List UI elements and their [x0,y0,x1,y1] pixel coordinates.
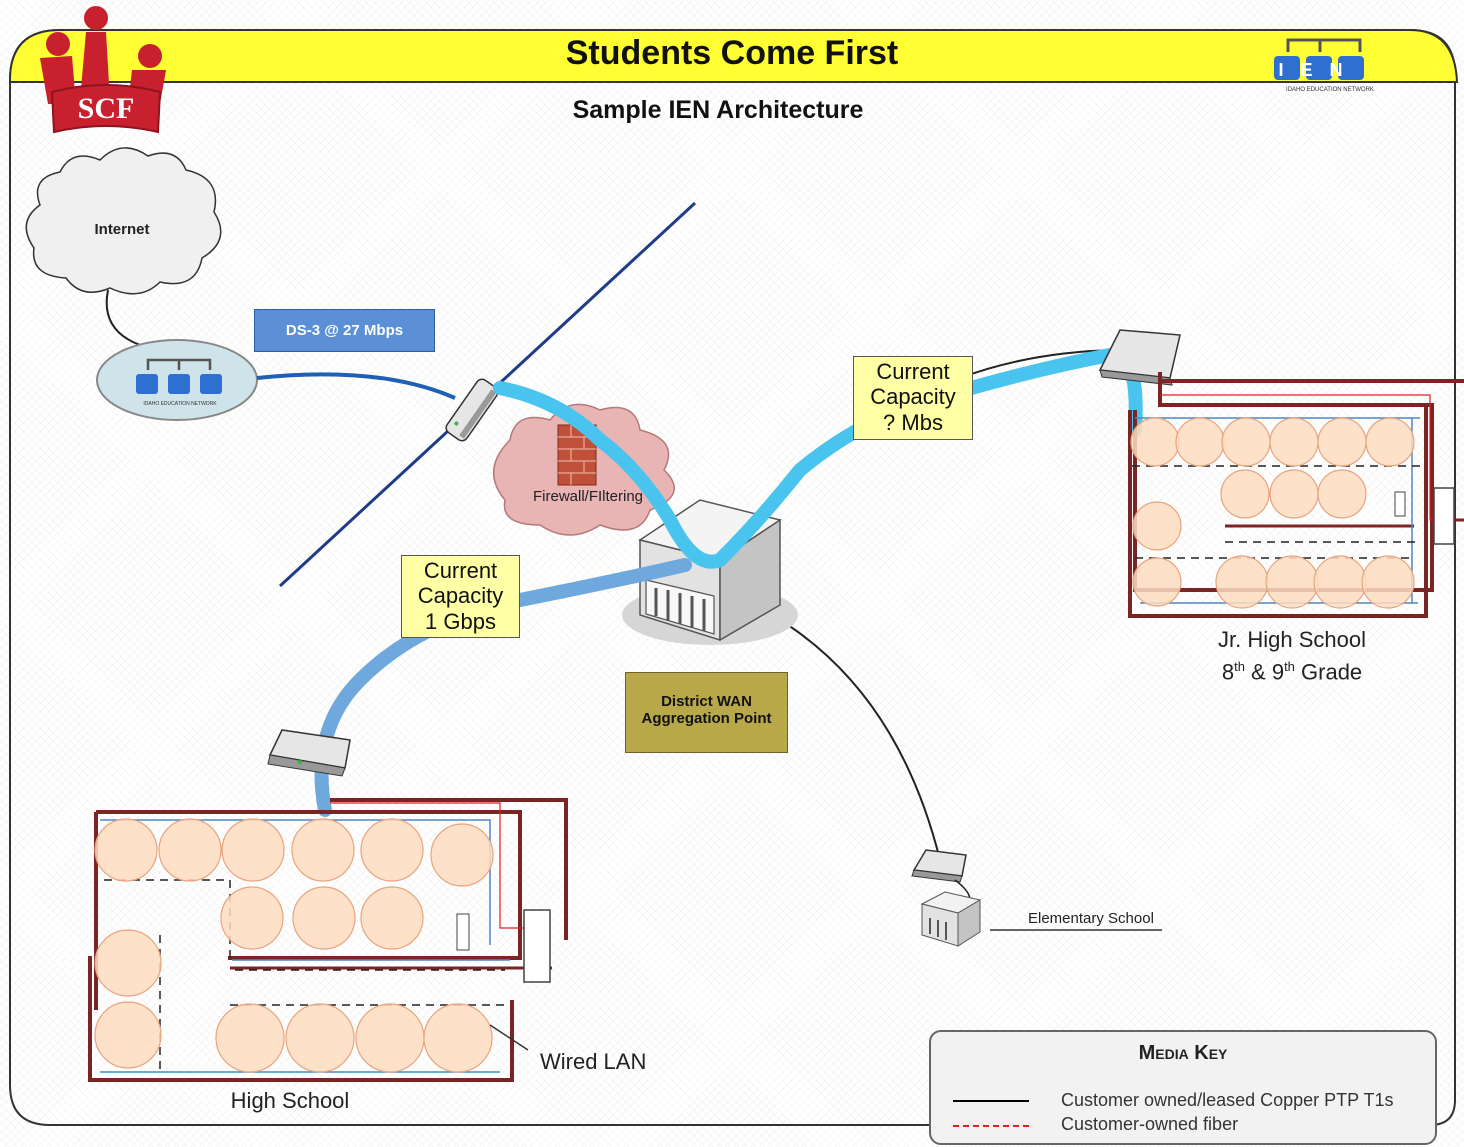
media-key: Media Key Customer owned/leased Copper P… [929,1030,1437,1145]
capacity-jr-line-2: Capacity [870,384,956,410]
ds3-label: DS-3 @ 27 Mbps [254,309,435,352]
capacity-hs-line-3: 1 Gbps [425,608,496,634]
high-school-router [267,729,351,777]
firewall-label: Firewall/FIltering [533,488,643,505]
capacity-jr-line-1: Current [876,359,950,384]
edge-router [445,378,499,442]
jr-high-line-2: 8th & 9th Grade [1180,653,1404,685]
aggregation-line-1: District WAN [661,693,752,710]
ien-logo-caption: IDAHO EDUCATION NETWORK [1286,87,1374,93]
jr-high-grade-9: & 9 [1244,659,1285,685]
wired-lan-pointer [489,1024,529,1051]
highlight-path-main [493,347,1143,569]
copper-legend-label: Customer owned/leased Copper PTP T1s [1061,1090,1394,1110]
firewall-icon [557,424,597,486]
jr-high-grade-word: Grade [1294,659,1363,685]
jr-high-line-1: Jr. High School [1218,627,1366,652]
ien-logo [1274,38,1364,80]
jr-high-rooms [1130,417,1415,609]
fiber-legend-swatch [953,1125,1029,1127]
capacity-box-jr-high: Current Capacity ? Mbs [853,356,973,440]
wired-lan-label: Wired LAN [540,1049,647,1074]
capacity-hs-line-2: Capacity [417,583,504,609]
jr-high-label: Jr. High School 8th & 9th Grade [1180,626,1404,685]
elementary-router [911,849,967,883]
ien-node-caption: IDAHO EDUCATION NETWORK [143,401,217,407]
jr-high-sup-2: th [1284,659,1295,674]
jr-high-router [1098,329,1181,386]
ien-logo-text: IEN [1278,60,1359,80]
media-key-title: Media Key [1138,1042,1228,1064]
capacity-jr-line-3: ? Mbs [883,409,943,435]
scf-logo [40,6,166,134]
jr-high-sup-1: th [1234,659,1245,674]
page-title: Students Come First [565,34,899,72]
ien-node-block-2 [168,374,190,394]
district-building [622,499,798,645]
high-school-label: High School [230,1088,350,1113]
fiber-legend-label: Customer-owned fiber [1061,1114,1239,1134]
internet-link [105,289,141,346]
capacity-hs-line-1: Current [423,558,498,583]
page-subtitle: Sample IEN Architecture [572,96,864,124]
copper-legend-swatch [953,1100,1029,1102]
ien-node-block-1 [136,374,158,394]
aggregation-line-2: Aggregation Point [641,710,772,728]
capacity-box-high-school: Current Capacity 1 Gbps [401,555,520,638]
jr-high-grade-8: 8 [1221,659,1235,685]
jr-high-floorplan [1128,372,1464,618]
high-school-rooms [94,818,494,1073]
elementary-building [920,891,982,947]
header-band [9,29,1459,83]
elementary-link [787,624,941,861]
internet-label: Internet [94,221,149,238]
ien-node-block-3 [200,374,222,394]
scf-logo-text: SCF [78,92,135,125]
ds3-uplink [256,372,456,400]
aggregation-point-box: District WAN Aggregation Point [625,672,788,753]
internet-cloud [25,147,222,295]
ien-node-logo-bar [146,358,212,370]
elementary-label: Elementary School [1028,910,1154,927]
